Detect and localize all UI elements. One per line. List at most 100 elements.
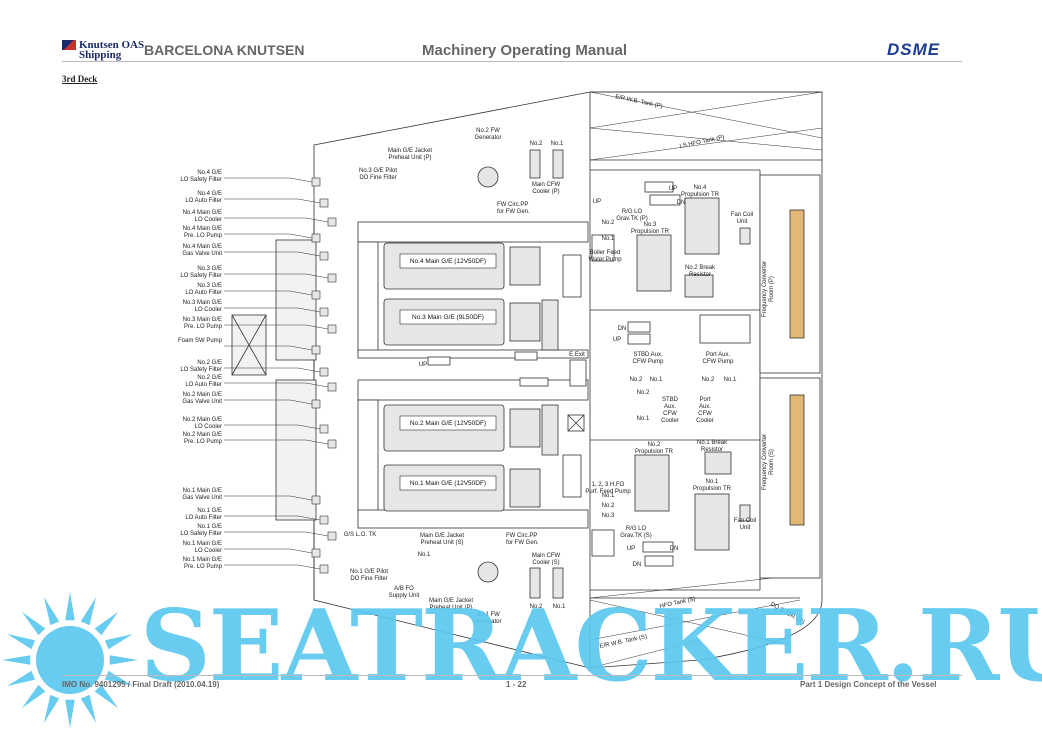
leader-line bbox=[224, 495, 313, 501]
equipment-label: UP bbox=[626, 546, 636, 552]
engine-label: No.2 Main G/E (12V50DF) bbox=[410, 420, 486, 427]
flag-icon bbox=[62, 40, 76, 50]
section-title: 3rd Deck bbox=[62, 74, 98, 84]
equipment-marker bbox=[319, 307, 329, 317]
equipment-label: No.2 bbox=[601, 220, 615, 226]
alternator bbox=[509, 302, 541, 342]
main-engine: No.4 Main G/E (12V50DF) bbox=[383, 242, 541, 290]
leader-line bbox=[224, 177, 313, 183]
leader-line bbox=[224, 324, 329, 330]
logo-line2: Shipping bbox=[79, 49, 122, 61]
equipment-label: UP bbox=[612, 337, 622, 343]
leader-line bbox=[224, 307, 321, 313]
engine-label: No.3 Main G/E (9L50DF) bbox=[412, 314, 484, 321]
equipment-label: No.2 bbox=[601, 503, 615, 509]
equipment-marker bbox=[311, 290, 321, 300]
equipment-label: Port Aux.CFW Pump bbox=[702, 352, 734, 365]
equipment-label: DN bbox=[617, 326, 627, 332]
equipment-label: No.2 bbox=[629, 377, 643, 383]
alternator bbox=[509, 408, 541, 448]
leader-line bbox=[224, 345, 313, 351]
leader-line bbox=[224, 290, 313, 296]
equipment-label: No.2 bbox=[529, 141, 543, 147]
equipment-label: E.Exit bbox=[569, 352, 585, 358]
engine-group: No.4 Main G/E (12V50DF) No.3 Main G/E (9L… bbox=[383, 242, 541, 512]
equipment-label: No.2 bbox=[529, 604, 543, 610]
equipment-marker bbox=[311, 548, 321, 558]
sun-watermark-icon bbox=[2, 592, 138, 728]
equipment-marker bbox=[327, 531, 337, 541]
left-label: Foam SW Pump bbox=[177, 338, 222, 344]
knutsen-logo: Knutsen OAS Shipping bbox=[62, 39, 145, 61]
alternator bbox=[509, 246, 541, 286]
leader-line bbox=[224, 217, 329, 223]
equipment-label: DN bbox=[669, 546, 679, 552]
footer-page: 1 - 22 bbox=[506, 680, 527, 689]
leader-line bbox=[224, 273, 329, 279]
equipment-label: No.1 bbox=[417, 552, 431, 558]
equipment-label: No.2 bbox=[701, 377, 715, 383]
engine-label: No.1 Main G/E (12V50DF) bbox=[410, 480, 486, 487]
leader-line bbox=[224, 424, 321, 430]
equipment-label: No.1 bbox=[723, 377, 737, 383]
equipment-marker bbox=[319, 198, 329, 208]
equipment-marker bbox=[311, 495, 321, 505]
page-header: Knutsen OAS Shipping BARCELONA KNUTSEN M… bbox=[62, 39, 962, 61]
equipment-marker bbox=[327, 382, 337, 392]
equipment-marker bbox=[311, 399, 321, 409]
equipment-label: DN bbox=[632, 562, 642, 568]
equipment-marker bbox=[327, 217, 337, 227]
equipment-label: No.1 bbox=[552, 604, 566, 610]
equipment-label: UP bbox=[418, 362, 428, 368]
equipment-marker bbox=[311, 345, 321, 355]
footer-part: Part 1 Design Concept of the Vessel bbox=[800, 680, 937, 689]
footer-rule bbox=[62, 675, 962, 676]
footer-doc-id: IMO No. 9401295 / Final Draft (2010.04.1… bbox=[62, 680, 220, 689]
equipment-label: No.2 bbox=[636, 390, 650, 396]
main-engine: No.3 Main G/E (9L50DF) bbox=[383, 298, 541, 346]
logo-line1: Knutsen OAS bbox=[79, 39, 145, 51]
main-engine: No.1 Main G/E (12V50DF) bbox=[383, 464, 541, 512]
leader-line bbox=[224, 531, 329, 537]
leader-lines bbox=[224, 177, 337, 574]
manual-title: Machinery Operating Manual bbox=[422, 42, 628, 59]
equipment-marker bbox=[319, 424, 329, 434]
equipment-label: STBD Aux.CFW Pump bbox=[632, 352, 664, 365]
equipment-marker bbox=[327, 324, 337, 334]
